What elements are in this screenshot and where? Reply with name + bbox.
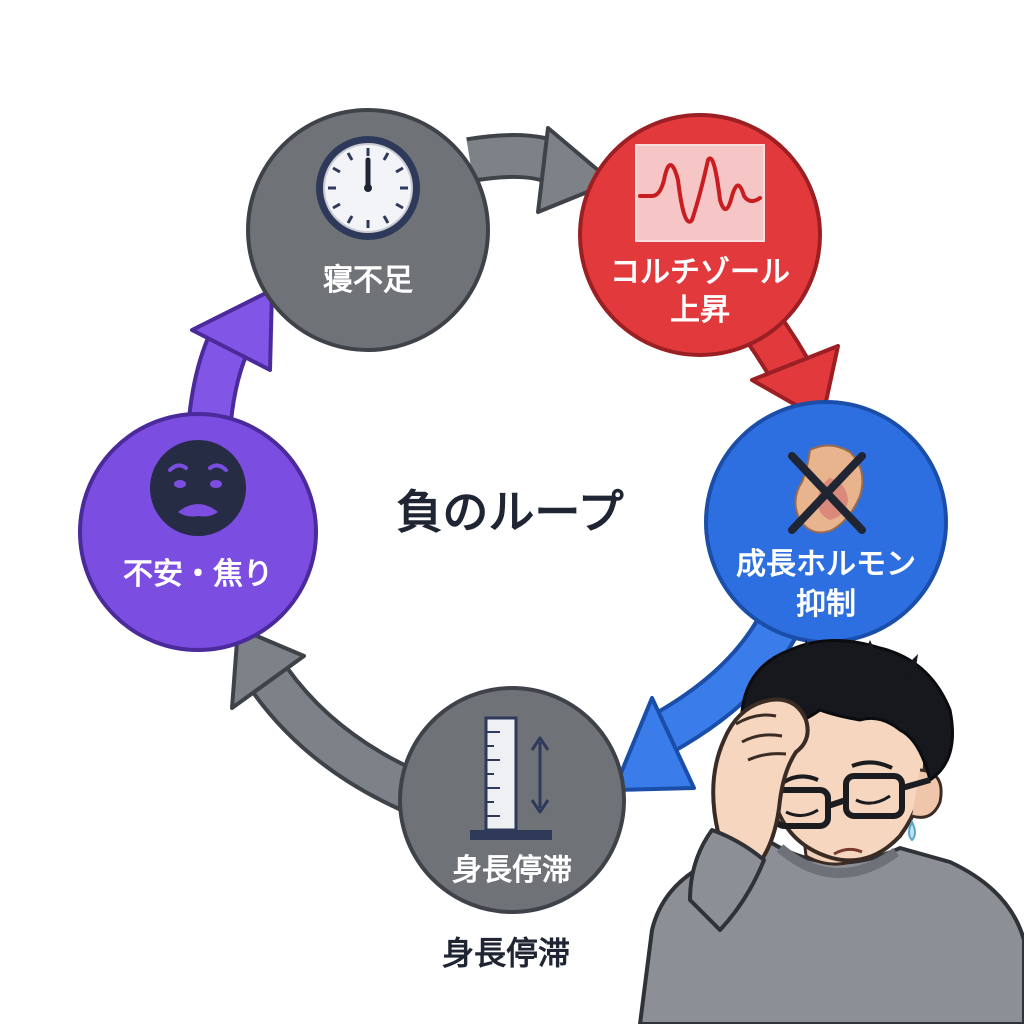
node-label-cortisol-line1: コルチゾール: [610, 255, 790, 290]
node-label-growth-line1: 成長ホルモン: [736, 547, 916, 582]
node-label-anxiety: 不安・焦り: [123, 557, 273, 592]
node-growth-hormone-suppression: 成長ホルモン 抑制: [704, 400, 948, 644]
waveform-icon: [635, 144, 765, 242]
height-stagnation-caption: 身長停滞: [442, 934, 570, 972]
arrow-sleep-to-cortisol: [466, 126, 614, 214]
worried-face-icon: [150, 440, 246, 536]
node-label-growth-line2: 抑制: [796, 587, 856, 622]
node-cortisol-increase: コルチゾール 上昇: [578, 113, 822, 357]
arrow-height-to-anxiety: [230, 626, 418, 811]
node-label-cortisol-line2: 上昇: [670, 293, 730, 328]
arrow-anxiety-to-sleep: [187, 288, 274, 423]
node-label-sleep: 寝不足: [323, 263, 413, 298]
loop-title: 負のループ: [396, 485, 623, 539]
blocked-hormone-icon: [788, 444, 866, 534]
node-height-stagnation: 身長停滞: [398, 686, 626, 914]
clock-icon: [316, 136, 420, 240]
node-label-height: 身長停滞: [452, 853, 572, 888]
node-sleep-deprivation: 寝不足: [246, 108, 490, 352]
height-ruler-icon: [470, 716, 552, 840]
node-anxiety: 不安・焦り: [78, 412, 318, 652]
stressed-man-icon: [638, 639, 1024, 1024]
